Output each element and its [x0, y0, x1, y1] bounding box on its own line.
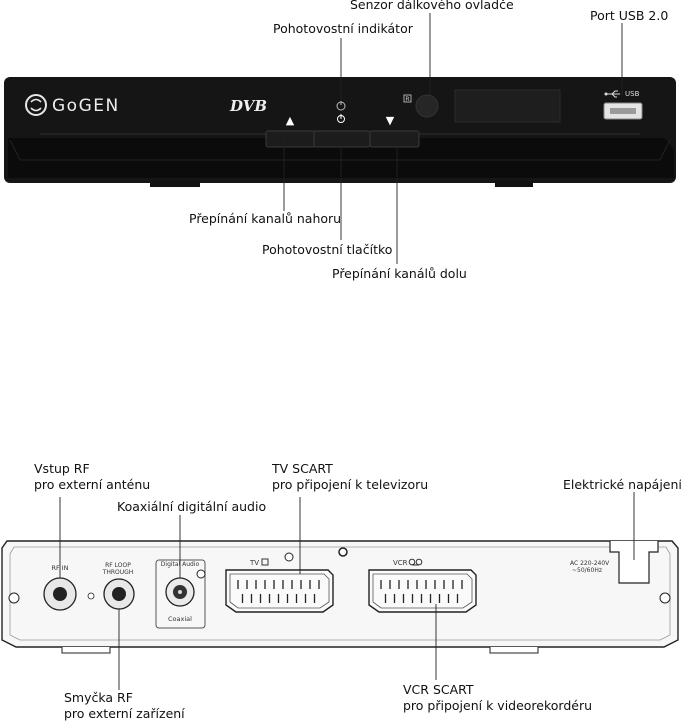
- label-channel-down: Přepínání kanálů dolu: [332, 266, 467, 281]
- label-rf-loop: Smyčka RF pro externí zařízení: [64, 690, 185, 722]
- tv-scart-port[interactable]: [225, 569, 334, 613]
- rear-panel-inner: [9, 546, 671, 641]
- front-panel-bevel: [9, 139, 671, 161]
- label-standby-indicator: Pohotovostní indikátor: [273, 21, 413, 36]
- rear-foot-left: [61, 647, 111, 654]
- screw-top: [338, 547, 348, 557]
- channel-up-button[interactable]: [265, 130, 316, 148]
- label-rf-in: Vstup RF pro externí anténu: [34, 461, 150, 493]
- rear-panel-body: [1, 540, 679, 648]
- coaxial-frame: [155, 559, 206, 629]
- vcr-scart-inner: [372, 573, 473, 609]
- usb-port-tongue: [610, 108, 636, 114]
- usb-icon: [606, 90, 620, 98]
- label-vcr-scart-line2: pro připojení k videorekordéru: [403, 698, 593, 713]
- tv-text: TV: [249, 559, 259, 567]
- down-arrow-icon: ▼: [386, 114, 395, 127]
- ir-mark: R: [405, 96, 409, 103]
- coaxial-hole: [196, 569, 206, 579]
- front-foot-left: [150, 181, 200, 187]
- label-rf-loop-line1: Smyčka RF: [64, 690, 133, 705]
- vcr-scart-pins: [380, 580, 463, 603]
- rear-leader-lines: [59, 492, 635, 690]
- label-coaxial: Koaxiální digitální audio: [117, 499, 267, 514]
- channel-down-button[interactable]: [369, 130, 420, 148]
- rear-panel: RF IN RF LOOP THROUGH Digital Audio Coax…: [1, 540, 679, 654]
- screw-right: [659, 592, 671, 604]
- rf-loop-port-core: [112, 587, 126, 601]
- brand-name: GoGEN: [52, 96, 120, 116]
- tv-scart-pins: [237, 580, 320, 603]
- ir-mark-box: [403, 94, 412, 103]
- label-tv-scart: TV SCART pro připojení k televizoru: [272, 461, 428, 493]
- tv-scart-screw: [284, 552, 294, 562]
- label-tv-scart-line1: TV SCART: [272, 461, 333, 476]
- label-rf-in-line1: Vstup RF: [34, 461, 90, 476]
- front-panel: GoGEN DVB R USB ▲ ▼: [4, 77, 676, 187]
- rf-hole: [87, 592, 95, 600]
- coaxial-text: Coaxial: [168, 615, 192, 623]
- tv-icon: [261, 558, 269, 566]
- usb-text: USB: [625, 90, 640, 98]
- rf-loop-text-1: RF LOOP: [105, 562, 131, 569]
- vcr-text: VCR: [393, 559, 408, 567]
- rf-loop-text-2: THROUGH: [102, 569, 134, 576]
- ir-sensor: [415, 94, 439, 118]
- rf-in-port-core: [53, 587, 67, 601]
- brand-logo-icon: [25, 94, 47, 116]
- vcr-scart-port[interactable]: [368, 569, 477, 613]
- ac-text-1: AC 220-240V: [570, 560, 610, 567]
- label-tv-scart-line2: pro připojení k televizoru: [272, 477, 429, 492]
- display-window: [454, 89, 561, 123]
- ac-text-2: ~50/60Hz: [572, 567, 602, 574]
- label-rf-loop-line2: pro externí zařízení: [64, 706, 185, 721]
- front-foot-right: [495, 181, 533, 187]
- label-vcr-scart-line1: VCR SCART: [403, 682, 474, 697]
- brand-logo-mark: [30, 98, 42, 112]
- power-cord-outlet: [609, 541, 659, 584]
- label-usb-port: Port USB 2.0: [590, 8, 669, 23]
- standby-button[interactable]: [313, 130, 371, 148]
- coaxial-port-pin: [178, 590, 182, 594]
- up-arrow-icon: ▲: [286, 114, 295, 127]
- front-leader-lines: [283, 13, 623, 264]
- label-ir-sensor: Senzor dálkového ovladče: [350, 0, 514, 12]
- label-channel-up: Přepínání kanalů nahoru: [189, 211, 342, 226]
- usb-icon-dot: [604, 92, 608, 96]
- label-rf-in-line2: pro externí anténu: [34, 477, 151, 492]
- tv-scart-inner: [229, 573, 330, 609]
- screw-left: [8, 592, 20, 604]
- label-vcr-scart: VCR SCART pro připojení k videorekordéru: [403, 682, 592, 714]
- dvb-logo: DVB: [229, 97, 267, 115]
- label-standby-button: Pohotovostní tlačítko: [262, 242, 393, 257]
- label-power: Elektrické napájení: [563, 477, 681, 492]
- rear-foot-right: [489, 647, 539, 654]
